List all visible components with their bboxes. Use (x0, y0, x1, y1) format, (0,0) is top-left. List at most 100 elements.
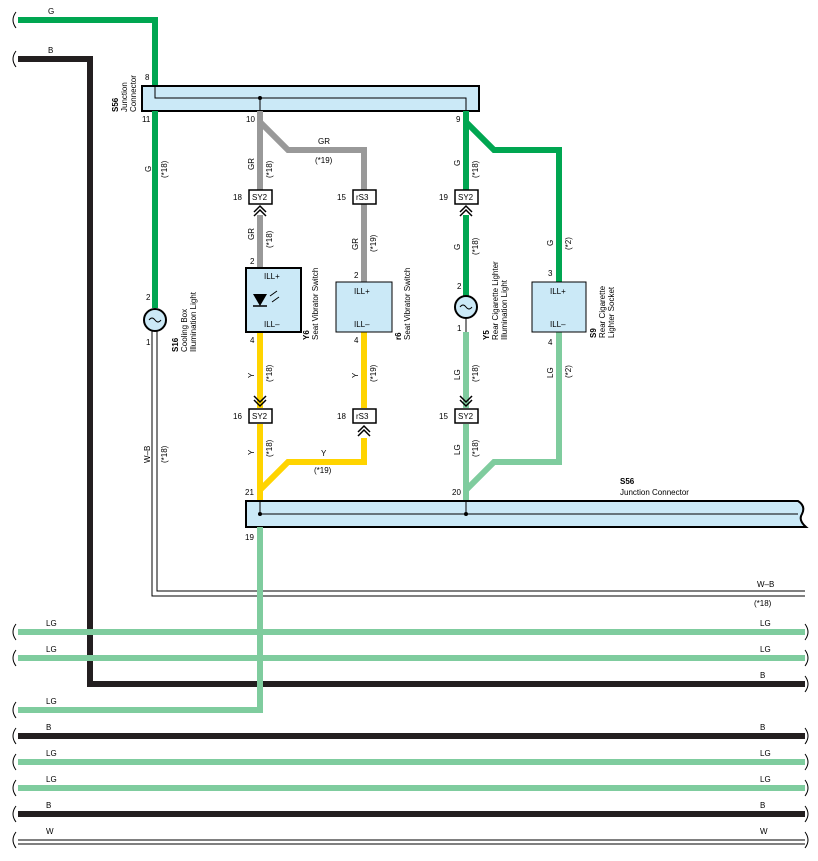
y6-led-icon (253, 294, 267, 306)
inline-connectors-bottom: SY2 16 rS3 18 SY2 15 (233, 395, 479, 437)
wire-note-r6-y-branch: (*19) (314, 466, 332, 475)
bus-label-right-3: B (760, 671, 765, 680)
sy2-a-bot-label: SY2 (252, 412, 268, 421)
bus-label-right-6: LG (760, 749, 771, 758)
bus-line-6: LG LG (12, 749, 809, 771)
s56-top-connector: 8 11 10 9 S56 Junction Connector (111, 73, 480, 124)
wire-label-y6-y-lower: Y (247, 449, 256, 455)
wire-label-r6-gr-branch: GR (318, 137, 330, 146)
s9-pin-bottom: 4 (548, 338, 553, 347)
s9-line1: Rear Cigarette (598, 285, 607, 338)
bus-label-right-9: W (760, 827, 768, 836)
bus-line-1: LG LG (12, 619, 809, 641)
wire-note-y5-lg: (*18) (471, 364, 480, 382)
wire-note-y6-gr-lower: (*18) (265, 230, 274, 248)
s56-top-pin-10: 10 (246, 115, 255, 124)
s16-branch: G (*18) 2 1 S16 Cooling Box Illumination… (143, 111, 805, 608)
s56-top-pin-in: 8 (145, 73, 150, 82)
label-top-g: G (48, 7, 54, 16)
y5-line1: Rear Cigarette Lighter (491, 261, 500, 340)
s16-line2: Illumination Light (189, 291, 198, 352)
label-top-b: B (48, 46, 53, 55)
s56-top-pin-11: 11 (142, 115, 151, 124)
s56-top-name: Junction (120, 82, 129, 112)
s56-top-name2: Connector (129, 75, 138, 112)
wire-label-s16-g: G (144, 166, 153, 172)
bus-label-left-4: LG (46, 697, 57, 706)
wire-label-y5-g: G (453, 160, 462, 166)
sy2-a-top-pin: 18 (233, 193, 242, 202)
y6-ill-minus: ILL– (264, 320, 280, 329)
wire-note-y5-lg-lower: (*18) (471, 439, 480, 457)
s56-bottom-name: Junction Connector (620, 488, 689, 497)
wire-top-b: B (12, 46, 805, 687)
wire-label-r6-gr: GR (351, 238, 360, 250)
s9-socket: ILL+ ILL– 3 4 S9 Rear Cigarette Lighter … (531, 269, 616, 347)
bus-line-4: LG (12, 697, 57, 719)
r6-pin-bottom: 4 (354, 336, 359, 345)
s9-ill-plus: ILL+ (550, 287, 566, 296)
lg-wires: LG (*18) LG (*18) LG (*2) (453, 332, 573, 500)
bus-label-left-6: LG (46, 749, 57, 758)
bus-label-left-8: B (46, 801, 51, 810)
y6-switch: ILL+ ILL– 2 4 Y6 Seat Vibrator Switch (245, 257, 320, 345)
bus-label-left-7: LG (46, 775, 57, 784)
s56-bottom-pin-21: 21 (245, 488, 254, 497)
sy2-b-top-label: SY2 (458, 193, 474, 202)
wire-label-s9-g: G (546, 240, 555, 246)
r6-line1: Seat Vibrator Switch (403, 268, 412, 340)
bus-line-3: B (760, 671, 809, 693)
y6-pin-top: 2 (250, 257, 255, 266)
wire-note-wb-left: (*18) (160, 445, 169, 463)
r6-ill-minus: ILL– (354, 320, 370, 329)
wire-label-wb-right: W–B (757, 580, 774, 589)
bus-line-7: LG LG (12, 775, 809, 797)
rs3-top-label: rS3 (356, 193, 369, 202)
s56-bottom-pin-20: 20 (452, 488, 461, 497)
bus-label-left-1: LG (46, 619, 57, 628)
bus-label-right-5: B (760, 723, 765, 732)
s16-pin-top: 2 (146, 293, 151, 302)
s9-ill-minus: ILL– (550, 320, 566, 329)
bus-label-right-2: LG (760, 645, 771, 654)
r6-switch: ILL+ ILL– 2 4 r6 Seat Vibrator Switch (335, 268, 412, 345)
wire-note-y5-g-lower: (*18) (471, 237, 480, 255)
bus-line-2: LG LG (12, 645, 809, 667)
s9-pin-top: 3 (548, 269, 553, 278)
wire-label-s9-lg: LG (546, 367, 555, 378)
r6-ill-plus: ILL+ (354, 287, 370, 296)
y6-line1: Seat Vibrator Switch (311, 268, 320, 340)
bus-label-right-7: LG (760, 775, 771, 784)
wire-label-y6-gr-lower: GR (247, 228, 256, 240)
wire-label-y5-lg: LG (453, 369, 462, 380)
wire-note-s16-g: (*18) (160, 160, 169, 178)
y6-ill-plus: ILL+ (264, 272, 280, 281)
wire-label-r6-y-branch: Y (321, 449, 327, 458)
s56-top-pin-9: 9 (456, 115, 461, 124)
g-wires: G (*18) G (*18) G (*2) (453, 111, 573, 296)
s9-line2: Lighter Socket (607, 286, 616, 338)
y5-lamp: 2 1 Y5 Rear Cigarette Lighter Illuminati… (454, 261, 509, 340)
bus-label-left-9: W (46, 827, 54, 836)
wire-note-r6-gr: (*19) (369, 234, 378, 252)
y5-line2: Illumination Light (500, 279, 509, 340)
bus-label-right-1: LG (760, 619, 771, 628)
wire-s56-19-lg (18, 527, 263, 713)
sy2-b-top-pin: 19 (439, 193, 448, 202)
wire-note-y5-g: (*18) (471, 160, 480, 178)
r6-id: r6 (394, 332, 403, 340)
wire-top-g: G (12, 7, 158, 86)
sy2-b-bot-pin: 15 (439, 412, 448, 421)
y5-id: Y5 (482, 330, 491, 340)
wire-label-y5-lg-lower: LG (453, 444, 462, 455)
bus-label-left-2: LG (46, 645, 57, 654)
y-wires: Y (*18) Y (*18) Y (*19) Y (*19) (247, 332, 378, 500)
wire-note-r6-y: (*19) (369, 364, 378, 382)
sy2-a-top-label: SY2 (252, 193, 268, 202)
rs3-top-pin: 15 (337, 193, 346, 202)
wire-note-r6-gr-branch: (*19) (315, 156, 333, 165)
